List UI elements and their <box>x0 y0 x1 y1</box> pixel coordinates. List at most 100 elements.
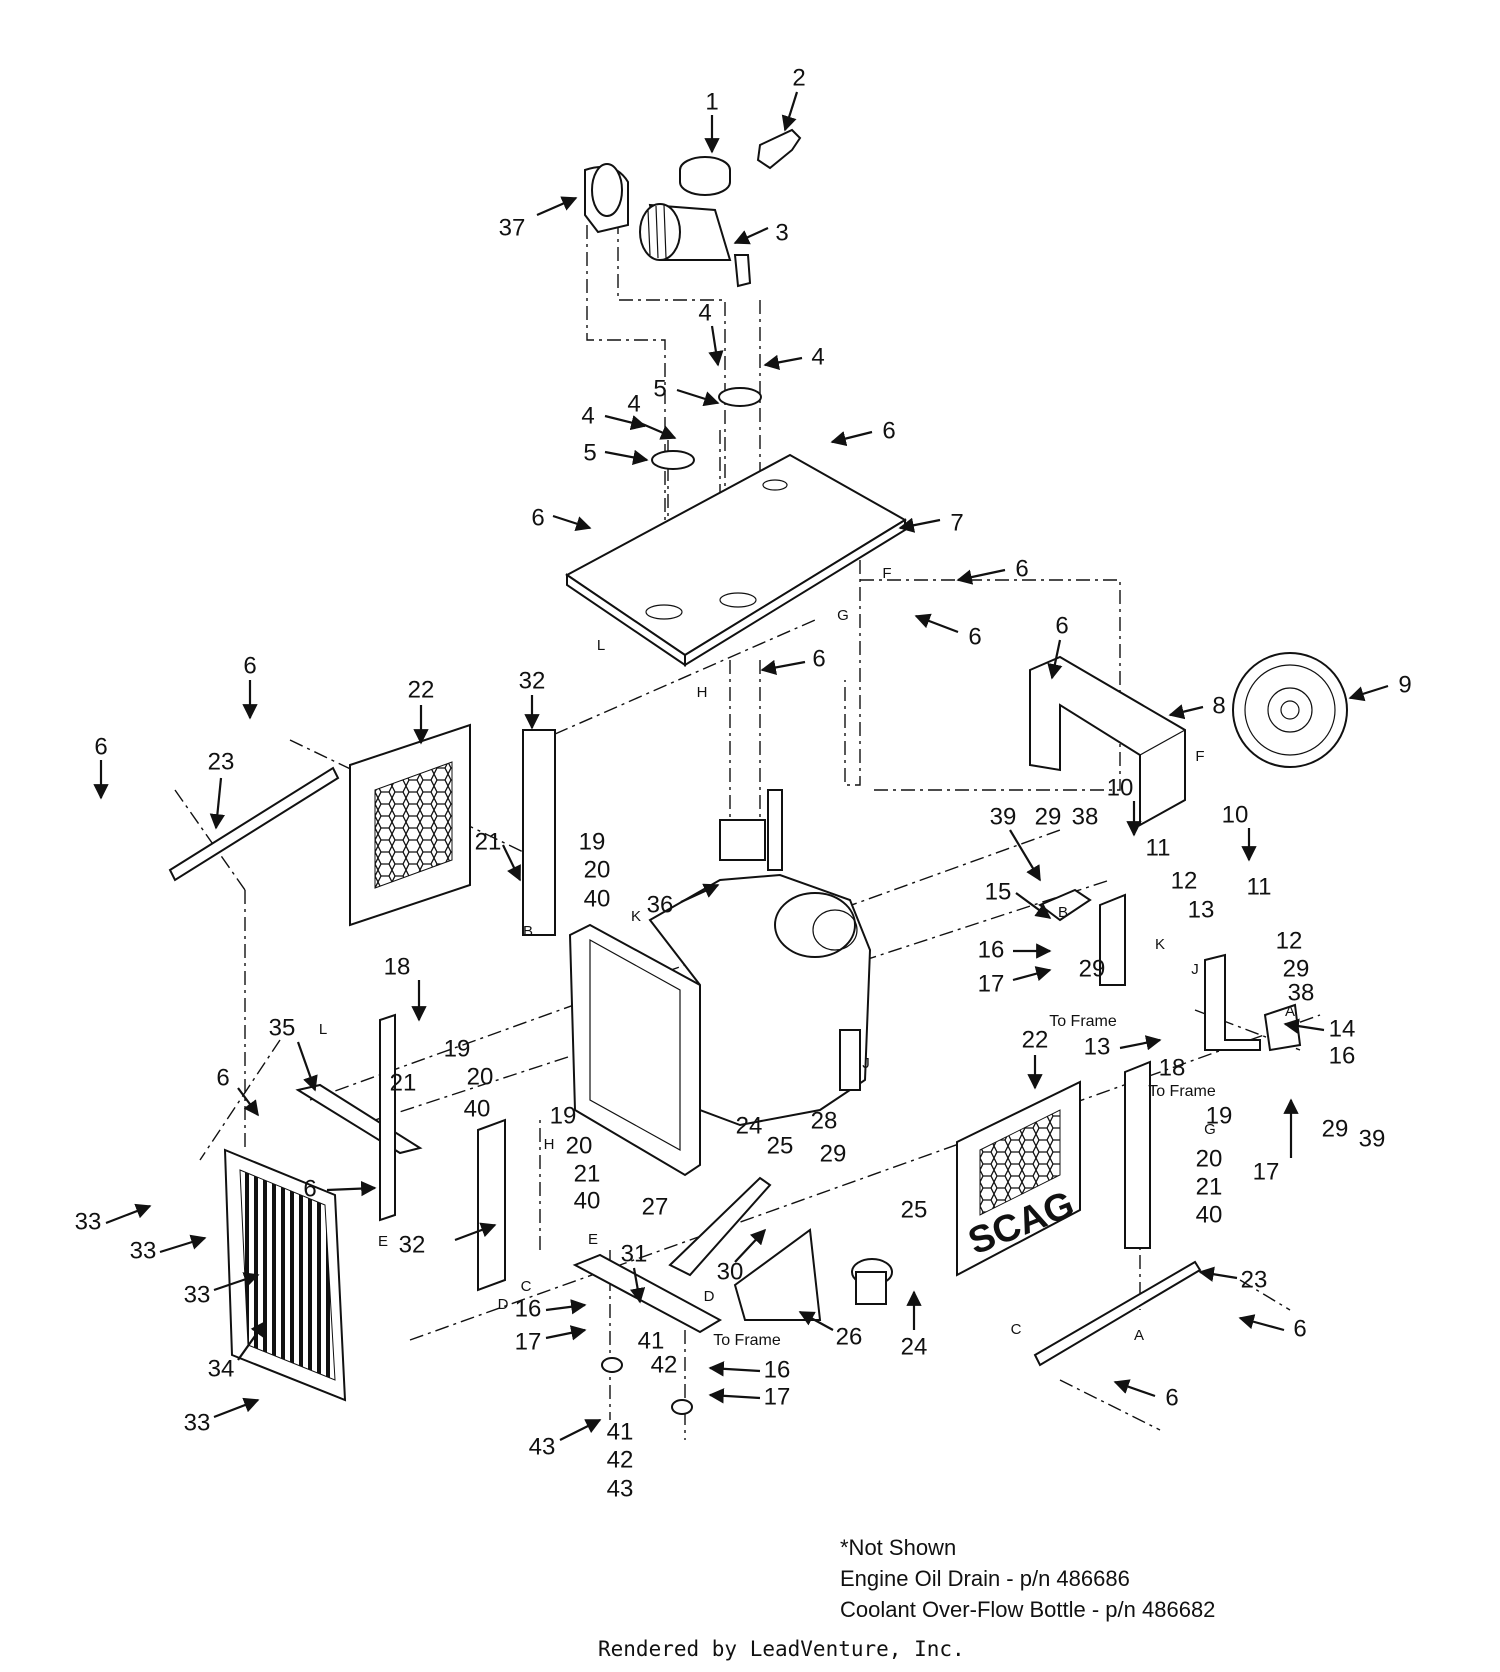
callout-number: 33 <box>75 1208 102 1235</box>
callout-number: 16 <box>515 1295 542 1322</box>
callout-number: 21 <box>1196 1173 1223 1200</box>
reference-letter: H <box>544 1136 555 1153</box>
callout-number: 38 <box>1288 979 1315 1006</box>
callout-number: 17 <box>1253 1158 1280 1185</box>
reference-letter: A <box>1285 1003 1295 1020</box>
top-plate <box>565 387 907 667</box>
reference-letter: B <box>523 923 533 940</box>
callout-number: 29 <box>1283 955 1310 982</box>
callout-number: 3 <box>775 219 788 246</box>
notes-block: *Not Shown Engine Oil Drain - p/n 486686… <box>840 1532 1215 1625</box>
callout-number: 14 <box>1329 1015 1356 1042</box>
callout-number: 20 <box>566 1132 593 1159</box>
reference-letter: H <box>697 684 708 701</box>
callout-number: 28 <box>811 1107 838 1134</box>
callout-number: 6 <box>1165 1384 1178 1411</box>
to-frame-label: To Frame <box>1049 1013 1117 1030</box>
callout-number: 40 <box>1196 1201 1223 1228</box>
reference-letter: A <box>1134 1327 1144 1344</box>
lower-engine-mounts <box>572 1176 893 1415</box>
callout-number: 23 <box>208 748 235 775</box>
callout-number: 11 <box>1247 873 1272 900</box>
side-shroud-and-flywheel <box>1029 652 1348 827</box>
reference-letter: G <box>837 607 849 624</box>
callout-number: 33 <box>130 1237 157 1264</box>
callout-number: 8 <box>1212 692 1225 719</box>
reference-letter: L <box>319 1021 327 1038</box>
callout-number: 2 <box>792 64 805 91</box>
callout-number: 4 <box>581 402 594 429</box>
air-cleaner-assembly <box>584 128 802 288</box>
reference-letter: J <box>1191 961 1199 978</box>
callout-number: 39 <box>990 803 1017 830</box>
callout-number: 25 <box>901 1196 928 1223</box>
callout-number: 10 <box>1222 801 1249 828</box>
reference-letter: L <box>597 637 605 654</box>
callout-number: 7 <box>950 509 963 536</box>
callout-number: 17 <box>764 1383 791 1410</box>
callout-number: 42 <box>651 1351 678 1378</box>
callout-number: 16 <box>1329 1042 1356 1069</box>
callout-number: 22 <box>1022 1026 1049 1053</box>
callout-number: 20 <box>584 856 611 883</box>
callout-number: 32 <box>519 667 546 694</box>
callout-number: 21 <box>390 1069 417 1096</box>
reference-letter: F <box>1195 748 1204 765</box>
callout-number: 4 <box>627 390 640 417</box>
callout-number: 13 <box>1084 1033 1111 1060</box>
reference-letter: F <box>882 565 891 582</box>
callout-number: 19 <box>579 828 606 855</box>
callout-number: 16 <box>978 936 1005 963</box>
callout-number: 27 <box>642 1193 669 1220</box>
note-coolant-bottle: Coolant Over-Flow Bottle - p/n 486682 <box>840 1597 1216 1622</box>
callout-number: 24 <box>901 1333 928 1360</box>
callout-number: 18 <box>1159 1054 1186 1081</box>
callout-number: 36 <box>647 891 674 918</box>
reference-letter: C <box>521 1278 532 1295</box>
callout-number: 33 <box>184 1281 211 1308</box>
callout-arrows <box>93 91 1389 1441</box>
callout-number: 25 <box>767 1132 794 1159</box>
callout-number: 34 <box>208 1355 235 1382</box>
to-frame-label: To Frame <box>1148 1083 1216 1100</box>
callout-number: 6 <box>94 733 107 760</box>
reference-letter: J <box>862 1055 870 1072</box>
reference-letter: B <box>1058 904 1068 921</box>
callout-number: 41 <box>638 1327 665 1354</box>
callout-number: 23 <box>1241 1266 1268 1293</box>
reference-letter: E <box>588 1231 598 1248</box>
notes-heading: *Not Shown <box>840 1535 957 1560</box>
callout-number: 6 <box>531 504 544 531</box>
callout-number: 22 <box>408 676 435 703</box>
callout-number: 6 <box>1015 555 1028 582</box>
callout-number: 29 <box>1322 1115 1349 1142</box>
callout-number: 41 <box>607 1418 634 1445</box>
reference-letter: K <box>1155 936 1165 953</box>
callout-number: 6 <box>812 645 825 672</box>
callout-number: 6 <box>243 652 256 679</box>
callout-number: 32 <box>399 1231 426 1258</box>
callout-number: 37 <box>499 214 526 241</box>
callout-number: 26 <box>836 1323 863 1350</box>
callout-number: 21 <box>475 828 502 855</box>
callout-number: 13 <box>1188 896 1215 923</box>
callout-number: 18 <box>384 953 411 980</box>
callout-number: 6 <box>303 1175 316 1202</box>
callout-number: 42 <box>607 1446 634 1473</box>
reference-letter: D <box>704 1288 715 1305</box>
callout-number: 31 <box>621 1240 648 1267</box>
callout-number: 24 <box>736 1112 763 1139</box>
callout-number: 1 <box>705 88 718 115</box>
callout-number: 19 <box>444 1035 471 1062</box>
callout-number: 6 <box>968 623 981 650</box>
callout-number: 30 <box>717 1258 744 1285</box>
callout-number: 38 <box>1072 803 1099 830</box>
callout-number: 35 <box>269 1014 296 1041</box>
callout-number: 6 <box>1055 612 1068 639</box>
engine-assembly <box>568 789 872 1177</box>
callout-number: 10 <box>1107 774 1134 801</box>
